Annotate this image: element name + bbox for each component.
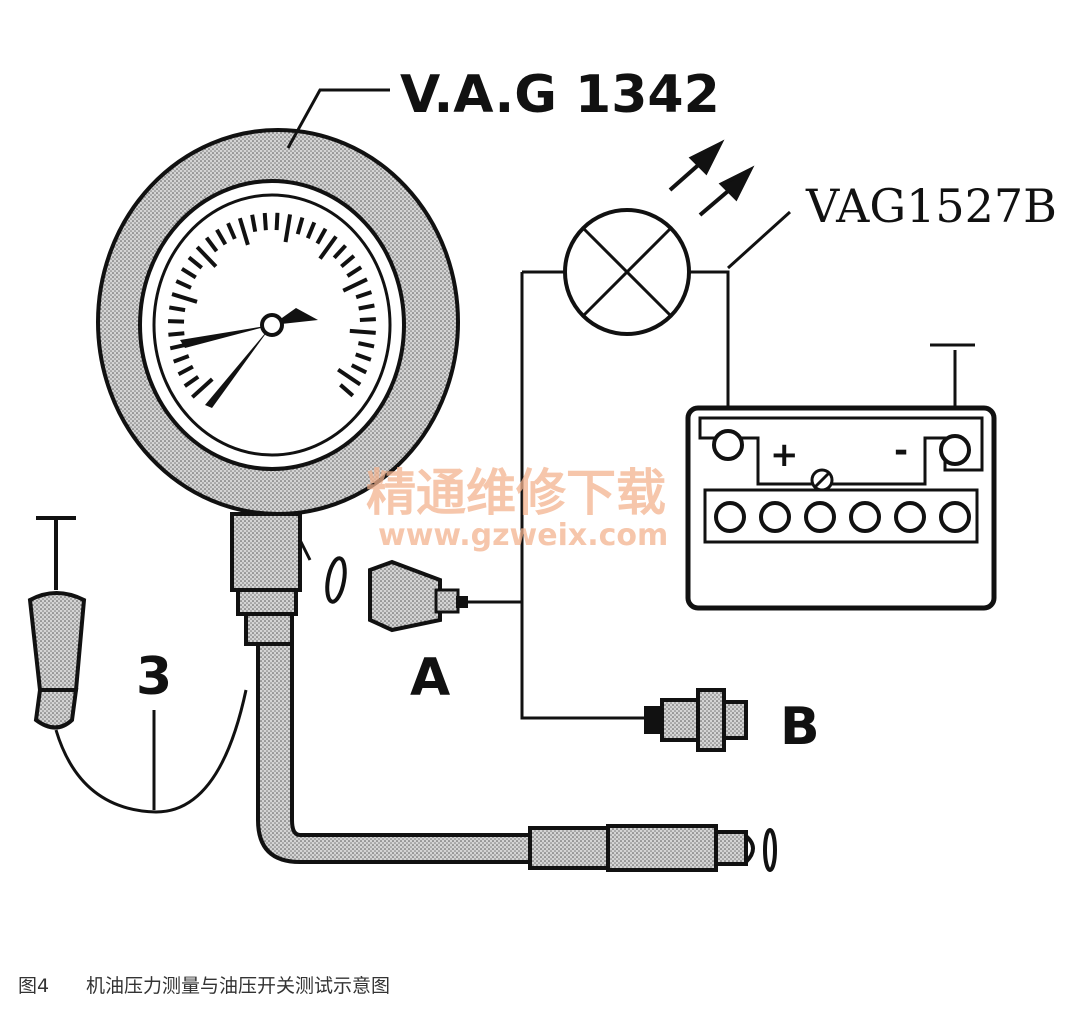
dial-tick [262,212,268,231]
dial-tick [349,328,376,335]
dial-tick [226,222,237,240]
o-ring [325,556,347,604]
battery: + - [685,405,997,611]
test-wiring [468,270,975,720]
battery-positive-terminal [712,429,744,461]
dial-tick [171,292,198,304]
dial-tick [204,236,219,253]
dial-tick [274,212,280,231]
dial-tick [295,217,305,235]
pressure-gauge [96,88,777,872]
oil-pressure-switch-b [644,688,748,752]
gauge-hose [256,642,542,864]
dial-tick [180,267,197,280]
dial-tick [172,354,190,364]
gauge-fitting [230,512,312,646]
dial-tick [350,363,368,375]
figure-caption: 机油压力测量与油压开关测试示意图 [86,975,390,997]
battery-negative-terminal [939,434,971,466]
dial-tick [237,217,250,246]
hose-coupling [528,824,777,872]
dial-tick [332,244,348,260]
dial-tick [167,319,185,324]
dial-tick [355,290,373,300]
test-lamp [563,139,792,336]
dial-tick [340,254,356,269]
dial-tick [305,221,317,239]
battery-minus-label: - [894,431,908,471]
figure-number: 图4 [18,975,49,997]
lamp-model-label: VAG1527B [805,179,1057,233]
dial-tick [215,228,228,246]
oil-pressure-switch-a [368,559,468,633]
dial-tick [183,375,200,388]
dial-tick [283,214,293,243]
battery-cell-caps [714,501,971,533]
gauge-model-label: V.A.G 1342 [400,65,720,125]
dial-tick [355,352,372,362]
dial-tick [195,245,218,268]
dial-tick [190,377,214,399]
switch-a-label: A [410,648,450,708]
dial-tick [357,341,375,349]
dial-tick [315,227,328,245]
watermark-url: www.gzweix.com [378,518,668,553]
dial-tick [168,331,185,337]
light-rays [668,139,755,217]
watermark-title: 精通维修下载 [366,464,666,522]
switch-b-label: B [780,697,820,757]
dial-tick [168,305,186,313]
gauge-leader-line [286,88,390,149]
dial-tick [177,364,194,377]
lead-number-label: 3 [136,647,172,707]
dial-tick [318,235,338,260]
dial-tick [359,317,376,323]
dial-tick [175,279,192,290]
battery-plus-label: + [770,435,799,475]
dial-tick [187,255,203,270]
ground-clip-lead [27,516,248,814]
lamp-leader-line [726,210,792,270]
dial-tick [342,277,368,293]
dial-tick [250,214,258,233]
dial-tick [358,303,375,311]
dial-tick [337,367,362,387]
dial-tick [339,383,355,398]
gauge-needle [180,308,318,408]
dial-tick [346,265,363,278]
